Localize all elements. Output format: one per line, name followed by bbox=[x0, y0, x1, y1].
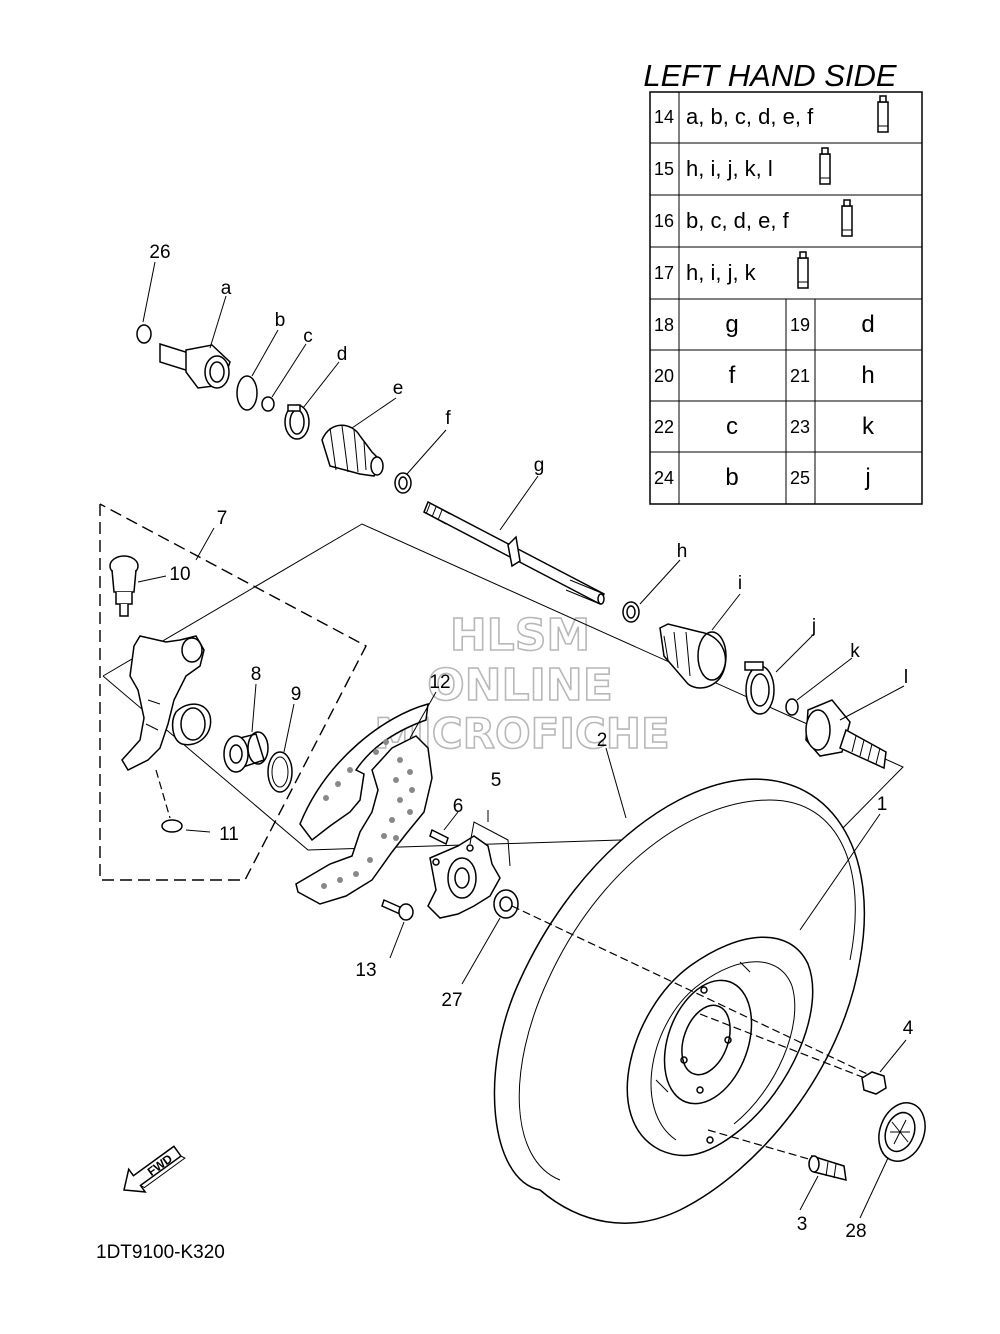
table-cell-part: d bbox=[861, 311, 874, 338]
disc-guard-12 bbox=[295, 691, 437, 905]
table-cell-no: 22 bbox=[654, 417, 674, 437]
axle-centerline bbox=[511, 905, 881, 1081]
table-cell-no: 21 bbox=[790, 366, 810, 386]
callout-label: 11 bbox=[219, 824, 239, 845]
watermark-line-1: HLSM bbox=[450, 610, 590, 661]
callout-label: e bbox=[393, 378, 404, 399]
callout-label: 12 bbox=[429, 672, 450, 693]
nut-centerline bbox=[699, 1013, 871, 1081]
callout-label: g bbox=[534, 455, 545, 476]
table-cell-part: c bbox=[726, 413, 738, 440]
callout-label: 8 bbox=[251, 664, 262, 685]
callout-label: 13 bbox=[355, 960, 376, 981]
callout-label: k bbox=[850, 641, 860, 662]
circlip-26 bbox=[136, 261, 156, 344]
callout-labels: 26 a b c d e f g h i j k l 7 10 8 9 11 1… bbox=[149, 242, 913, 1242]
table-row-14-no: 14 bbox=[654, 107, 674, 127]
table-row-16-no: 16 bbox=[654, 211, 674, 231]
fwd-arrow-icon: FWD bbox=[123, 1145, 186, 1193]
wheel-nut-4 bbox=[861, 1039, 907, 1095]
tire-valve-3 bbox=[799, 1154, 847, 1211]
ball-joint-10 bbox=[109, 555, 167, 617]
callout-label: j bbox=[811, 616, 816, 637]
boot-band-f bbox=[394, 429, 447, 494]
callout-label: h bbox=[677, 541, 688, 562]
callout-label: l bbox=[904, 667, 908, 688]
callout-label: 2 bbox=[597, 730, 608, 751]
diagram-title: LEFT HAND SIDE bbox=[643, 58, 897, 93]
table-cell-no: 20 bbox=[654, 366, 674, 386]
ring-b bbox=[236, 329, 279, 411]
wheel-bearing-8 bbox=[223, 683, 269, 773]
table-row-14-parts: a, b, c, d, e, f bbox=[686, 104, 814, 129]
watermark-line-2: ONLINE bbox=[427, 660, 613, 711]
grease-tube-icon bbox=[819, 147, 831, 185]
hub-bolt-6 bbox=[429, 811, 459, 846]
grease-tube-icon bbox=[797, 251, 809, 289]
table-cell-part: g bbox=[725, 311, 738, 338]
callout-label: 9 bbox=[291, 684, 302, 705]
bolt-13 bbox=[381, 898, 414, 959]
callout-label: 10 bbox=[169, 564, 190, 585]
table-row-16-parts: b, c, d, e, f bbox=[686, 208, 790, 233]
callout-label: f bbox=[445, 408, 451, 429]
table-row-17-no: 17 bbox=[654, 263, 674, 283]
boot-band-j bbox=[744, 635, 813, 715]
knuckle-group-box bbox=[99, 503, 367, 881]
ring-c bbox=[261, 343, 307, 412]
callout-label: b bbox=[275, 310, 286, 331]
reference-table: 14 a, b, c, d, e, f 15 h, i, j, k, l 16 … bbox=[649, 91, 923, 505]
drive-shaft-assembly-outline bbox=[102, 523, 904, 851]
grease-tube-icon bbox=[841, 199, 853, 237]
hub-cap-28 bbox=[859, 1102, 926, 1219]
boot-band-h bbox=[622, 559, 681, 623]
wheel-hub-5 bbox=[427, 810, 511, 919]
callout-label: c bbox=[303, 326, 313, 347]
table-cell-part: b bbox=[725, 464, 738, 491]
boot-band-d bbox=[284, 361, 340, 440]
callout-label: 26 bbox=[149, 242, 170, 263]
clip-11 bbox=[155, 769, 211, 833]
callout-label: 5 bbox=[491, 770, 502, 791]
boot-e bbox=[321, 397, 397, 477]
cv-joint-inner-l bbox=[805, 685, 905, 770]
table-row-15-no: 15 bbox=[654, 159, 674, 179]
callout-label: a bbox=[221, 278, 232, 299]
table-cell-no: 18 bbox=[654, 315, 674, 335]
table-cell-part: j bbox=[864, 464, 870, 491]
table-cell-no: 19 bbox=[790, 315, 810, 335]
table-cell-part: k bbox=[862, 413, 875, 440]
callout-label: 1 bbox=[877, 794, 888, 815]
callout-label: 28 bbox=[845, 1221, 866, 1242]
drive-shaft-g bbox=[423, 475, 605, 606]
callout-label: 7 bbox=[217, 508, 228, 529]
callout-label: 27 bbox=[441, 990, 462, 1011]
table-cell-part: h bbox=[861, 362, 874, 389]
axle-nut-27 bbox=[461, 889, 519, 985]
boot-i bbox=[659, 593, 741, 689]
table-row-17-parts: h, i, j, k bbox=[686, 260, 757, 285]
watermark: HLSM ONLINE MICROFICHE bbox=[374, 609, 671, 759]
callout-label: 4 bbox=[903, 1018, 914, 1039]
table-row-15-parts: h, i, j, k, l bbox=[686, 156, 773, 181]
callout-label: d bbox=[337, 344, 348, 365]
steering-knuckle-7 bbox=[121, 527, 215, 771]
grease-tube-icon bbox=[877, 95, 889, 133]
ring-k bbox=[785, 657, 853, 716]
valve-centerline bbox=[707, 1129, 827, 1165]
table-cell-no: 24 bbox=[654, 468, 674, 488]
table-cell-no: 25 bbox=[790, 468, 810, 488]
callout-label: 6 bbox=[453, 796, 464, 817]
callout-label: i bbox=[738, 573, 742, 594]
circlip-9 bbox=[267, 703, 295, 793]
cv-joint-outer-a bbox=[159, 295, 231, 389]
drawing-code: 1DT9100-K320 bbox=[96, 1242, 225, 1263]
callout-label: 3 bbox=[797, 1214, 808, 1235]
table-cell-no: 23 bbox=[790, 417, 810, 437]
wheel-rim-1 bbox=[626, 813, 881, 1157]
table-cell-part: f bbox=[729, 362, 736, 389]
